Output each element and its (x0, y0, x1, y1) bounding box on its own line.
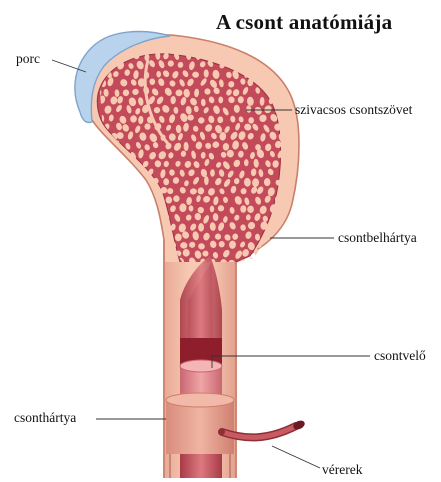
spongy-pore (106, 242, 115, 251)
spongy-pore (130, 260, 138, 270)
spongy-pore (140, 240, 146, 249)
spongy-pore (210, 206, 214, 213)
spongy-pore (129, 186, 137, 195)
spongy-pore (97, 223, 106, 233)
spongy-pore (135, 248, 144, 258)
spongy-pore (270, 243, 275, 250)
label-porc: porc (16, 51, 40, 67)
label-periosteum: csonthártya (14, 410, 76, 426)
spongy-pore (92, 214, 99, 223)
spongy-pore (137, 205, 143, 214)
spongy-pore (198, 223, 204, 231)
spongy-pore (94, 159, 104, 170)
spongy-pore (129, 224, 135, 232)
spongy-pore (281, 260, 287, 266)
spongy-pore (124, 213, 129, 220)
spongy-pore (129, 203, 137, 212)
spongy-pore (263, 249, 269, 259)
spongy-pore (112, 157, 123, 168)
spongy-pore (104, 161, 111, 169)
spongy-pore (134, 179, 141, 187)
spongy-pore (103, 212, 111, 220)
spongy-pore (107, 222, 115, 230)
spongy-pore (124, 248, 133, 258)
spongy-pore (147, 224, 156, 233)
spongy-pore (97, 259, 106, 269)
spongy-pore (101, 207, 108, 214)
spongy-pore (144, 196, 150, 206)
spongy-pore (257, 259, 266, 268)
spongy-pore (114, 251, 121, 259)
spongy-pore (143, 232, 150, 240)
spongy-pore (106, 204, 114, 211)
spongy-pore (147, 259, 156, 268)
spongy-pore (93, 251, 100, 260)
spongy-pore (155, 231, 162, 241)
spongy-pore (118, 188, 126, 196)
spongy-pore (118, 168, 126, 177)
spongy-pore (138, 224, 144, 231)
spongy-pore (132, 195, 141, 206)
spongy-pore (143, 215, 149, 222)
spongy-pore (111, 214, 120, 223)
label-spongy-bone: szivacsos csontszövet (295, 102, 412, 118)
spongy-pore (137, 259, 146, 268)
spongy-pore (268, 258, 277, 268)
spongy-pore (99, 152, 105, 160)
spongy-pore (122, 176, 129, 185)
spongy-pore (154, 250, 160, 257)
spongy-pore (114, 232, 122, 242)
spongy-pore (121, 241, 126, 249)
spongy-pore (104, 195, 113, 204)
spongy-pore (93, 179, 99, 185)
spongy-pore (101, 232, 111, 241)
spongy-pore (128, 169, 135, 177)
spongy-pore (273, 250, 281, 259)
spongy-pore (114, 196, 123, 205)
spongy-pore (120, 222, 127, 231)
spongy-pore (118, 261, 124, 268)
spongy-pore (271, 51, 280, 60)
spongy-pore (98, 170, 103, 177)
spongy-pore (103, 249, 112, 258)
spongy-pore (136, 215, 143, 222)
spongy-pore (128, 242, 136, 252)
label-vessels: vérerek (322, 462, 362, 478)
spongy-pore (119, 203, 126, 212)
spongy-pore (109, 185, 118, 195)
spongy-pore (105, 177, 112, 184)
spongy-pore (95, 195, 101, 204)
spongy-pore (277, 240, 285, 250)
spongy-pore (93, 232, 101, 241)
spongy-pore (148, 204, 155, 212)
spongy-pore (97, 240, 105, 249)
spongy-pore (137, 185, 145, 194)
spongy-pore (114, 179, 120, 188)
spongy-pore (132, 233, 141, 242)
spongy-pore (248, 257, 256, 266)
spongy-pore (110, 152, 116, 161)
spongy-pore (107, 167, 117, 178)
spongy-pore (123, 232, 128, 241)
label-marrow: csontvelő (374, 348, 426, 364)
spongy-pore (167, 188, 173, 194)
diagram-title: A csont anatómiája (216, 10, 441, 35)
spongy-pore (278, 62, 285, 70)
spongy-pore (150, 241, 158, 249)
spongy-pore (262, 52, 271, 61)
spongy-pore (95, 143, 102, 151)
periosteum-band (166, 393, 234, 454)
label-endosteum: csontbelhártya (338, 230, 417, 246)
spongy-pore (146, 250, 151, 259)
spongy-pore (97, 187, 105, 196)
spongy-pore (123, 195, 131, 204)
spongy-pore (108, 260, 116, 268)
